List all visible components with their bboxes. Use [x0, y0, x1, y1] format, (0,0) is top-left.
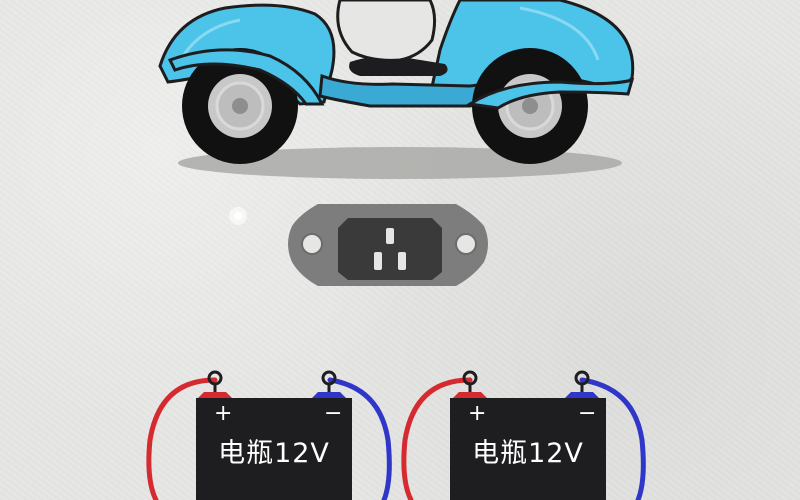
socket-face	[338, 218, 442, 280]
scooter-illustration	[158, 0, 635, 179]
socket-pin-neutral	[398, 252, 406, 270]
negative-terminal-cap	[312, 392, 346, 398]
battery-positive-sign: +	[214, 401, 232, 426]
socket-pin-live	[374, 252, 382, 270]
socket-screw-hole-right	[455, 233, 477, 255]
battery-body	[450, 398, 606, 500]
battery-positive-sign: +	[468, 401, 486, 426]
battery-negative-sign: −	[578, 401, 596, 426]
positive-terminal-cap	[198, 392, 232, 398]
scooter-rear-skirt	[465, 77, 635, 110]
battery-negative-sign: −	[324, 401, 342, 426]
negative-terminal-cap	[565, 392, 599, 398]
positive-terminal-cap	[453, 392, 487, 398]
scooter-body-opening	[336, 0, 437, 62]
scooter-front-wheel	[182, 48, 298, 164]
scooter-front-mudguard	[167, 48, 325, 106]
scooter-front-highlight	[180, 18, 241, 59]
socket-pin-earth	[386, 228, 394, 244]
wire-positive	[401, 377, 473, 500]
battery-label: 电瓶12V	[472, 438, 584, 469]
wire-positive	[146, 377, 218, 500]
socket-screw-hole-left	[301, 233, 323, 255]
wire-negative	[327, 377, 392, 500]
scooter-rear-highlight	[519, 6, 600, 61]
battery-icon: + − 电瓶12V	[401, 370, 646, 500]
ac-power-socket-icon	[288, 204, 488, 286]
wire-negative	[579, 377, 646, 500]
light-glint-core	[234, 212, 242, 220]
scooter-seat	[349, 56, 448, 76]
battery-icon: + − 电瓶12V	[146, 370, 392, 500]
battery-body	[196, 398, 352, 500]
battery-label: 电瓶12V	[218, 438, 330, 469]
